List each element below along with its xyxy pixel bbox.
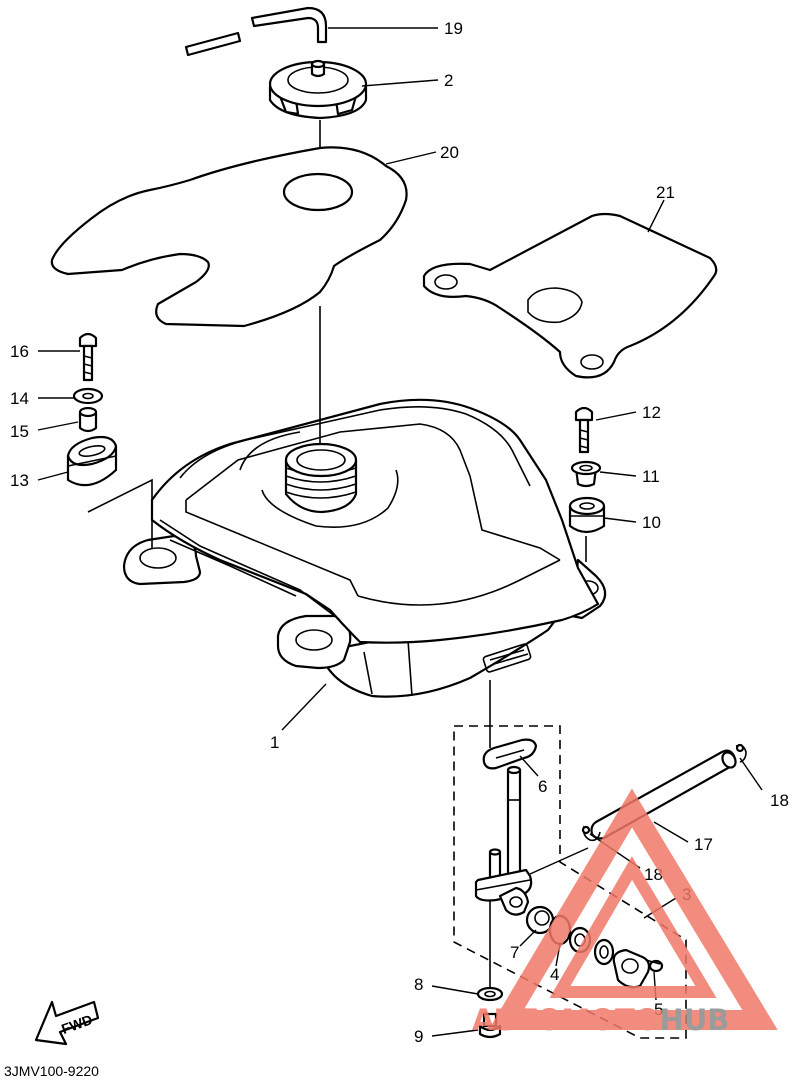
callout-13: 13 <box>10 471 29 490</box>
leader-8 <box>431 985 479 995</box>
leader-18a <box>739 757 763 791</box>
leader-10 <box>603 517 637 523</box>
fuel-cock-part-3 <box>474 765 533 916</box>
callout-8: 8 <box>414 975 423 994</box>
clip-part-18-lower <box>581 825 601 842</box>
svg-text:AUTOMOTOHUB: AUTOMOTOHUB <box>472 1003 729 1037</box>
callout-5: 5 <box>654 1000 663 1019</box>
fuel-tank-part <box>122 398 607 698</box>
collar-part-11 <box>570 460 602 488</box>
leader-1 <box>281 683 327 731</box>
leader-20 <box>385 151 437 165</box>
leader-12 <box>595 411 637 421</box>
callout-21: 21 <box>656 183 675 202</box>
leader-21 <box>647 199 665 233</box>
callout-20: 20 <box>440 143 459 162</box>
screw-part-5 <box>645 959 664 973</box>
washer-part-8 <box>476 986 504 1002</box>
watermark-text-secondary: HUB <box>659 1003 729 1037</box>
callout-7: 7 <box>510 943 519 962</box>
callout-19: 19 <box>444 19 463 38</box>
tank-pad-part <box>50 146 408 328</box>
callout-18-upper: 18 <box>770 791 789 810</box>
callout-10: 10 <box>642 513 661 532</box>
callout-1: 1 <box>270 733 279 752</box>
washer-part-14 <box>72 387 104 405</box>
leader-6 <box>519 755 539 777</box>
gasket-plate-part <box>422 212 718 379</box>
leader-2 <box>361 79 439 87</box>
fuel-cock-gasket-part-6 <box>482 738 538 770</box>
damper-part-13 <box>66 435 118 487</box>
leader-7 <box>519 929 537 947</box>
watermark-text-primary: AUTOMOTO <box>472 1003 659 1037</box>
leader-17 <box>653 821 689 843</box>
callout-16: 16 <box>10 342 29 361</box>
callout-15: 15 <box>10 422 29 441</box>
automotohub-watermark-logo: AUTOMOTOHUB <box>472 788 778 1037</box>
collar-part-15 <box>78 406 98 433</box>
clip-part-18-upper <box>735 743 747 763</box>
leader-18b-cock <box>529 847 589 875</box>
leader-9 <box>431 1029 479 1037</box>
seal-part <box>593 938 615 966</box>
callout-2: 2 <box>444 71 453 90</box>
callout-9: 9 <box>414 1027 423 1046</box>
bolt-part-12 <box>574 406 594 454</box>
leader-13 <box>37 471 69 481</box>
callout-12: 12 <box>642 403 661 422</box>
fuel-cap-part <box>268 59 368 186</box>
bolt-part-16 <box>78 332 98 382</box>
cover-plate-part <box>612 948 651 989</box>
fwd-arrow-icon: FWD <box>34 1000 100 1046</box>
callout-17: 17 <box>694 835 713 854</box>
callout-6: 6 <box>538 777 547 796</box>
callout-4: 4 <box>550 965 559 984</box>
diagram-code: 3JMV100-9220 <box>4 1063 99 1079</box>
damper-part-10 <box>568 496 606 534</box>
leader-11 <box>599 471 637 477</box>
callout-14: 14 <box>10 389 29 408</box>
pad-filler-hole <box>282 172 354 212</box>
breather-hose-part <box>184 6 328 57</box>
callout-11: 11 <box>642 467 660 486</box>
assembly-line-left-mount <box>87 478 153 548</box>
leader-15 <box>37 421 79 431</box>
